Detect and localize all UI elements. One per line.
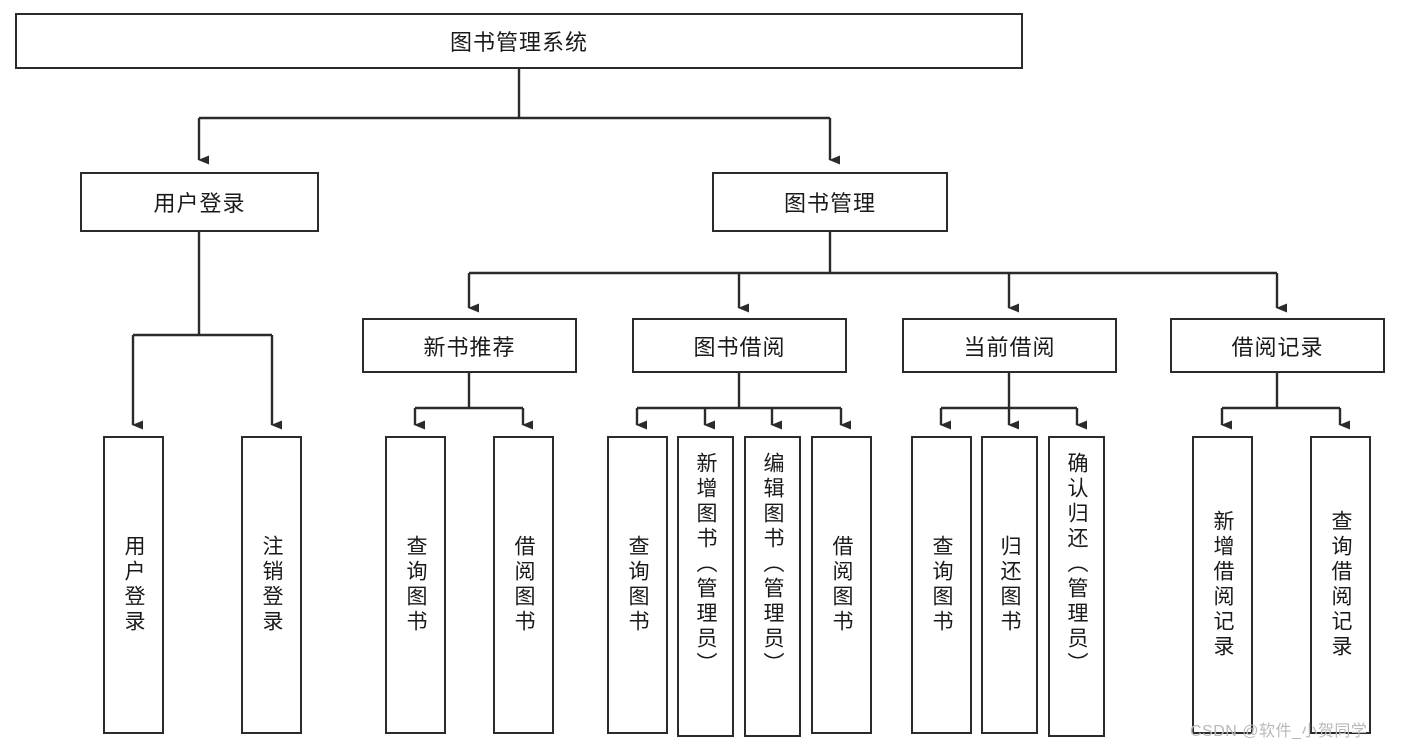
node-new-book-recommend-label: 新书推荐 <box>423 334 516 360</box>
leaf-query-borrow-record-label: 查询借阅记录 <box>1329 510 1352 660</box>
leaf-return-book-label: 归还图书 <box>998 535 1021 635</box>
leaf-borrow-book-recommend[interactable]: 借阅图书 <box>493 436 554 734</box>
leaf-query-book-borrow[interactable]: 查询图书 <box>607 436 668 734</box>
leaf-borrow-book-label: 借阅图书 <box>830 535 853 635</box>
leaf-add-book-admin[interactable]: 新增图书（管理员） <box>677 436 734 737</box>
leaf-logout-label: 注销登录 <box>260 535 283 635</box>
leaf-borrow-book-recommend-label: 借阅图书 <box>512 535 535 635</box>
node-new-book-recommend[interactable]: 新书推荐 <box>362 318 577 373</box>
leaf-edit-book-admin[interactable]: 编辑图书（管理员） <box>744 436 801 737</box>
leaf-query-borrow-record[interactable]: 查询借阅记录 <box>1310 436 1371 734</box>
leaf-logout[interactable]: 注销登录 <box>241 436 302 734</box>
leaf-query-book-current[interactable]: 查询图书 <box>911 436 972 734</box>
leaf-add-borrow-record[interactable]: 新增借阅记录 <box>1192 436 1253 734</box>
leaf-confirm-return-admin[interactable]: 确认归还（管理员） <box>1048 436 1105 737</box>
leaf-borrow-book[interactable]: 借阅图书 <box>811 436 872 734</box>
leaf-query-book-recommend[interactable]: 查询图书 <box>385 436 446 734</box>
node-root-label: 图书管理系统 <box>449 30 588 55</box>
node-borrow-record[interactable]: 借阅记录 <box>1170 318 1385 373</box>
leaf-query-book-recommend-label: 查询图书 <box>404 535 427 635</box>
node-user-login[interactable]: 用户登录 <box>80 172 319 232</box>
leaf-user-login-label: 用户登录 <box>122 535 145 635</box>
leaf-return-book[interactable]: 归还图书 <box>981 436 1038 734</box>
csdn-watermark: CSDN @软件_小贺同学 <box>1190 723 1368 740</box>
node-root[interactable]: 图书管理系统 <box>15 13 1023 69</box>
node-borrow-record-label: 借阅记录 <box>1231 334 1324 360</box>
leaf-add-book-admin-label: 新增图书（管理员） <box>694 452 717 677</box>
node-current-borrow[interactable]: 当前借阅 <box>902 318 1117 373</box>
node-book-borrow[interactable]: 图书借阅 <box>632 318 847 373</box>
node-book-management[interactable]: 图书管理 <box>712 172 948 232</box>
node-current-borrow-label: 当前借阅 <box>963 334 1056 360</box>
node-book-management-label: 图书管理 <box>783 191 876 216</box>
node-user-login-label: 用户登录 <box>153 191 246 216</box>
leaf-query-book-current-label: 查询图书 <box>930 535 953 635</box>
node-book-borrow-label: 图书借阅 <box>693 334 786 360</box>
leaf-edit-book-admin-label: 编辑图书（管理员） <box>761 452 784 677</box>
leaf-query-book-borrow-label: 查询图书 <box>626 535 649 635</box>
leaf-confirm-return-admin-label: 确认归还（管理员） <box>1065 452 1088 677</box>
leaf-add-borrow-record-label: 新增借阅记录 <box>1211 510 1234 660</box>
leaf-user-login[interactable]: 用户登录 <box>103 436 164 734</box>
